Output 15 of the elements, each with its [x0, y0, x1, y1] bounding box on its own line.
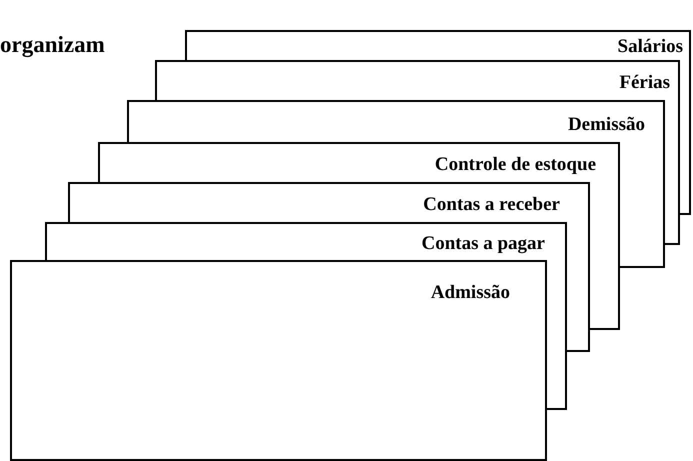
folder-card [127, 100, 665, 142]
folder-card [155, 60, 680, 100]
card-label: Férias [619, 72, 670, 94]
card-label: Salários [618, 36, 683, 58]
folder-card [45, 222, 567, 260]
folder-card [185, 30, 691, 60]
card-label: Contas a pagar [421, 233, 545, 255]
folder-card [68, 182, 590, 222]
folder-card [10, 260, 547, 461]
card-label: Demissão [568, 114, 645, 136]
card-label: Contas a receber [423, 194, 560, 216]
card-label: Controle de estoque [434, 154, 596, 176]
folder-card [98, 142, 620, 182]
text-label: organizam [0, 32, 105, 58]
card-label: Admissão [430, 282, 510, 304]
